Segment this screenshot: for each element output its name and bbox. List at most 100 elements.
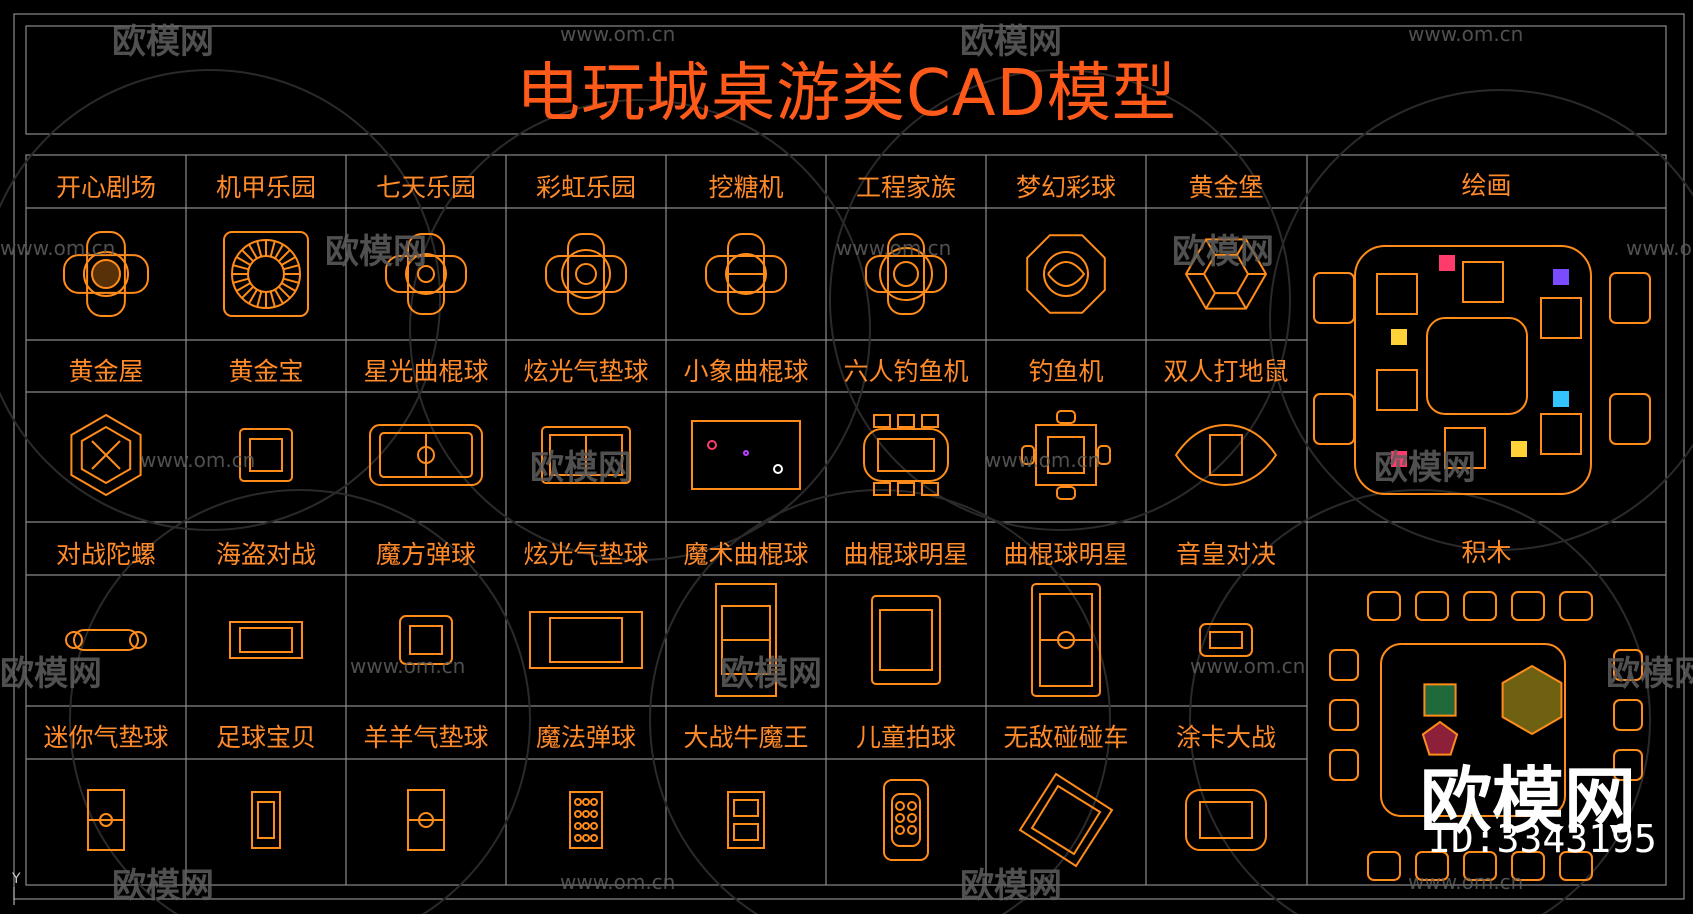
cell-label: 羊羊气垫球 [363, 723, 489, 752]
cell-label: 魔法弹球 [535, 723, 636, 752]
kids-ball-table [891, 793, 921, 847]
watermark-brand: 欧模网 [325, 232, 427, 272]
blocks-stool [1559, 591, 1593, 621]
cell-label: 音皇对决 [1175, 540, 1276, 569]
cell-label: 曲棍球明星 [1003, 540, 1129, 569]
cell-label: 大战牛魔王 [683, 723, 809, 752]
cell-label: 小象曲棍球 [683, 357, 809, 386]
six-fishing-table [921, 414, 939, 428]
mecha-park-table [269, 240, 276, 257]
blocks-stool [1463, 851, 1497, 881]
voice-duel-table [1209, 631, 1243, 649]
seven-day-park-table [407, 233, 445, 315]
dream-ball-table [1026, 234, 1106, 314]
cad-icons [63, 231, 1651, 881]
magic-pinball-table [574, 834, 582, 842]
watermark-url: www.om.cn [985, 448, 1101, 472]
battle-top-table [65, 631, 83, 649]
magic-pinball-table [574, 810, 582, 818]
cell-label: 迷你气垫球 [43, 723, 169, 752]
blocks-stool [1329, 699, 1359, 731]
cell-label: 钓鱼机 [1028, 357, 1104, 386]
cell-label: 黄金宝 [228, 357, 304, 386]
magic-pinball-table [574, 798, 582, 806]
blocks-diamond [1423, 683, 1457, 717]
cell-label: 挖糖机 [708, 173, 784, 202]
painting-seat-box [1540, 297, 1582, 339]
label-painting: 绘画 [1461, 171, 1512, 200]
painting-seat-box [1376, 369, 1418, 411]
mecha-park-table [274, 289, 284, 304]
brand-logo: 欧模网 [1420, 759, 1637, 843]
cell-label: 炫光气垫球 [523, 540, 649, 569]
fishing-machine-table [1056, 410, 1076, 424]
watermark-brand: 欧模网 [112, 22, 214, 62]
elephant-hockey-table [707, 440, 717, 450]
card-war-table [1185, 789, 1267, 851]
happy-theater-table [86, 231, 126, 317]
six-fishing-table [897, 482, 915, 496]
cell-label: 开心剧场 [55, 173, 156, 202]
mecha-park-table [278, 286, 291, 299]
watermark-brand: 欧模网 [960, 866, 1062, 906]
golden-castle-table [1236, 292, 1247, 310]
cell-label: 足球宝贝 [215, 723, 316, 752]
bull-demon-table [727, 791, 765, 849]
rainbow-park-table [545, 255, 627, 293]
blocks-star [1421, 720, 1459, 756]
cell-label: 魔方弹球 [375, 540, 476, 569]
mecha-park-table [281, 256, 296, 266]
whack-a-mole-table [1209, 434, 1243, 476]
dream-ball-table [1043, 251, 1089, 297]
golden-treasure-table [239, 428, 293, 482]
kids-ball-table [895, 825, 905, 835]
mecha-park-table [236, 256, 251, 266]
magic-pinball-table [582, 834, 590, 842]
painting-color-swatch [1439, 255, 1455, 271]
magic-pinball-table [582, 822, 590, 830]
watermark-brand: 欧模网 [1172, 232, 1274, 272]
blocks-stool [1613, 699, 1643, 731]
fishing-machine-table [1097, 445, 1111, 465]
bumper-car-table [1018, 772, 1114, 868]
golden-castle-table [1205, 292, 1216, 310]
mecha-park-table [236, 282, 251, 292]
pirate-battle-table [229, 621, 303, 659]
engineering-family-table [887, 233, 925, 315]
cell-label: 曲棍球明星 [843, 540, 969, 569]
cube-pinball-table [399, 615, 453, 665]
battle-top-table [73, 629, 139, 651]
watermark-url: www.om.cn [0, 236, 116, 260]
painting-chair [1609, 393, 1651, 445]
cell-label: 无敌碰碰车 [1003, 723, 1129, 752]
mecha-park-table [223, 231, 309, 317]
cell-label: 梦幻彩球 [1015, 173, 1116, 202]
painting-color-swatch [1391, 329, 1407, 345]
kids-ball-table [895, 813, 905, 823]
seven-day-park-table [417, 265, 435, 283]
engineering-family-table [879, 247, 933, 301]
magic-pinball-table [582, 810, 590, 818]
magic-pinball-table [590, 810, 598, 818]
mecha-park-table [281, 282, 296, 292]
mecha-park-table [241, 286, 254, 299]
mecha-park-table [248, 244, 258, 259]
watermark-url: www.om.cn [1408, 22, 1524, 46]
mecha-park-table [232, 264, 249, 271]
watermark-url: www.om.cn [140, 448, 256, 472]
magic-pinball-table [590, 834, 598, 842]
axis-y-marker: Y [11, 871, 21, 887]
blocks-stool [1367, 591, 1401, 621]
six-fishing-table [921, 482, 939, 496]
fishing-machine-table [1056, 486, 1076, 500]
cell-label: 黄金堡 [1188, 173, 1264, 202]
blocks-stool [1329, 749, 1359, 781]
blocks-stool [1613, 749, 1643, 781]
blocks-hexagon [1501, 664, 1563, 736]
bull-demon-table [733, 823, 759, 841]
bull-demon-table [733, 799, 759, 817]
hockey-star-2-table [1031, 583, 1101, 697]
watermark-url: www.om.cn [350, 654, 466, 678]
blocks-stool [1511, 591, 1545, 621]
